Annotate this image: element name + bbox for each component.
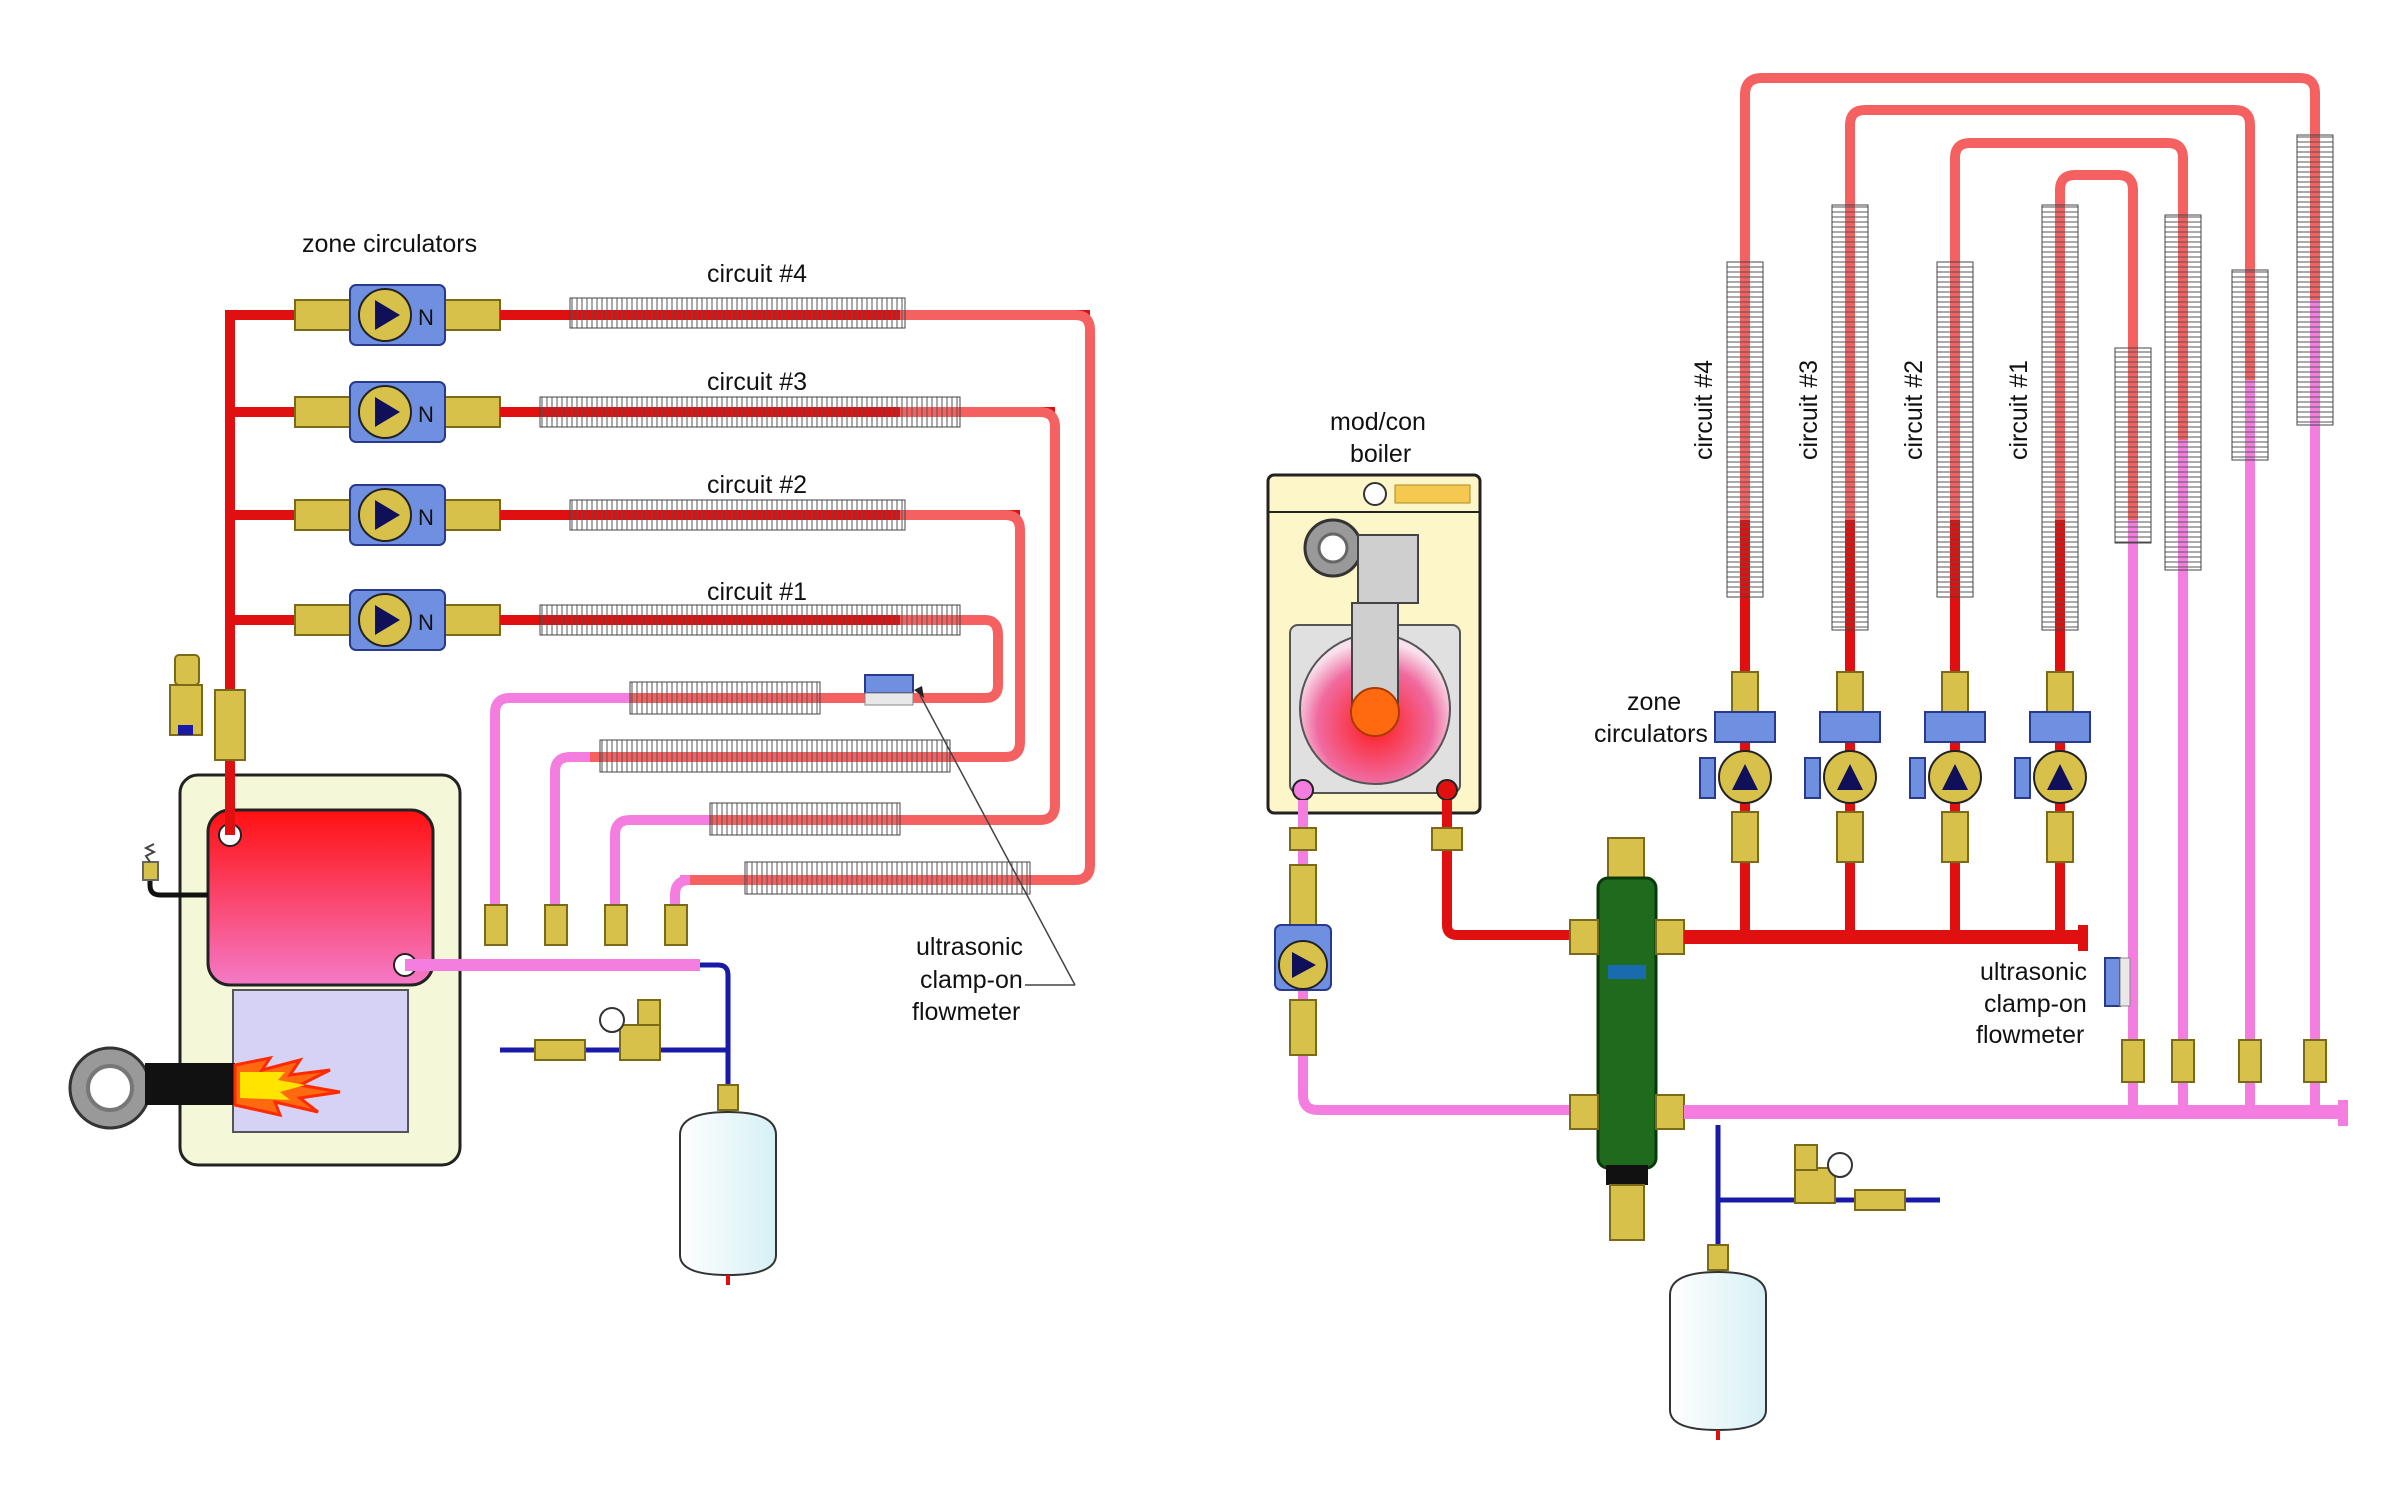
balancing-valve-icon — [484, 904, 688, 946]
left-circuit-2-label: circuit #2 — [707, 471, 807, 499]
svg-text:N: N — [418, 402, 434, 427]
ball-valve-icon — [444, 499, 501, 531]
expansion-tank-icon — [679, 1084, 777, 1285]
left-zone-circulators-label: zone circulators — [302, 230, 477, 258]
right-circuit-2-loop — [1950, 138, 2188, 1090]
ultrasonic-flowmeter-icon — [2104, 957, 2131, 1007]
right-zone-circulators-label-line-2: circulators — [1594, 720, 1708, 748]
right-zone-circulators — [1699, 671, 2091, 863]
right-circuit-2-label: circuit #2 — [1900, 360, 1928, 460]
right-zone-circulators-label-line-1: zone — [1627, 688, 1681, 716]
ball-valve-icon — [294, 499, 351, 531]
baseboard-fin-tube-icon — [539, 297, 1031, 895]
ball-valve-icon — [444, 299, 501, 331]
pressure-reducing-valve-icon — [1794, 1144, 1906, 1211]
ball-valve-icon — [294, 396, 351, 428]
right-flowmeter-label-line-2: clamp-on — [1984, 990, 2087, 1018]
left-circuit-4-label: circuit #4 — [707, 260, 807, 288]
right-circuit-1-loop — [2055, 170, 2138, 1090]
svg-text:N: N — [418, 305, 434, 330]
svg-text:N: N — [418, 610, 434, 635]
right-circuit-4-label: circuit #4 — [1690, 360, 1718, 460]
zone-circulator-icon — [2014, 671, 2091, 863]
right-circuit-3-loop — [1845, 105, 2255, 1090]
left-flowmeter-label-line-1: ultrasonic — [916, 933, 1023, 961]
ball-valve-icon — [294, 299, 351, 331]
zone-circulator-icon — [1909, 671, 1986, 863]
right-circuit-1-label: circuit #1 — [2005, 360, 2033, 460]
right-circuit-4-loop — [1740, 73, 2320, 1090]
boiler-label-line-2: boiler — [1350, 440, 1411, 468]
zone-circulator-icon — [1699, 671, 1776, 863]
circuit-3-loop — [710, 407, 1060, 825]
oil-burner-icon — [68, 1046, 235, 1130]
oil-boiler — [68, 773, 462, 1167]
circuit-1-loop — [630, 615, 1003, 703]
supply-header — [225, 310, 300, 835]
zone-circulator-icon — [1804, 671, 1881, 863]
svg-text:N: N — [418, 505, 434, 530]
right-circuit-3-label: circuit #3 — [1795, 360, 1823, 460]
expansion-tank-icon — [1669, 1244, 1767, 1440]
left-flowmeter-label-line-3: flowmeter — [912, 998, 1020, 1026]
circuit-2-loop — [590, 510, 1025, 762]
circuit-4-loop — [680, 310, 1095, 885]
balancing-valve-icon — [2121, 1039, 2327, 1083]
baseboard-fin-tube-icon — [1726, 134, 2334, 631]
right-flowmeter-label-line-3: flowmeter — [1976, 1021, 2084, 1049]
left-system: N N N N — [68, 230, 1095, 1285]
right-flowmeter-label-line-1: ultrasonic — [1980, 958, 2087, 986]
hydraulic-separator-icon — [1569, 837, 1685, 1241]
boiler-label-line-1: mod/con — [1330, 408, 1426, 436]
right-system: mod/con boiler zone circulators circuit … — [1266, 73, 2348, 1440]
pressure-reducing-valve-icon — [534, 999, 661, 1061]
air-vent-icon — [169, 654, 246, 761]
pressure-relief-valve-icon — [142, 843, 208, 898]
modcon-boiler — [1266, 473, 1482, 815]
boiler-circulator — [1274, 827, 1332, 1056]
left-circuit-1-label: circuit #1 — [707, 578, 807, 606]
ball-valve-icon — [444, 396, 501, 428]
ultrasonic-flowmeter-icon — [864, 674, 1076, 986]
ball-valve-icon — [444, 604, 501, 636]
ball-valve-icon — [294, 604, 351, 636]
left-circuit-3-label: circuit #3 — [707, 368, 807, 396]
left-flowmeter-label-line-2: clamp-on — [920, 966, 1023, 994]
